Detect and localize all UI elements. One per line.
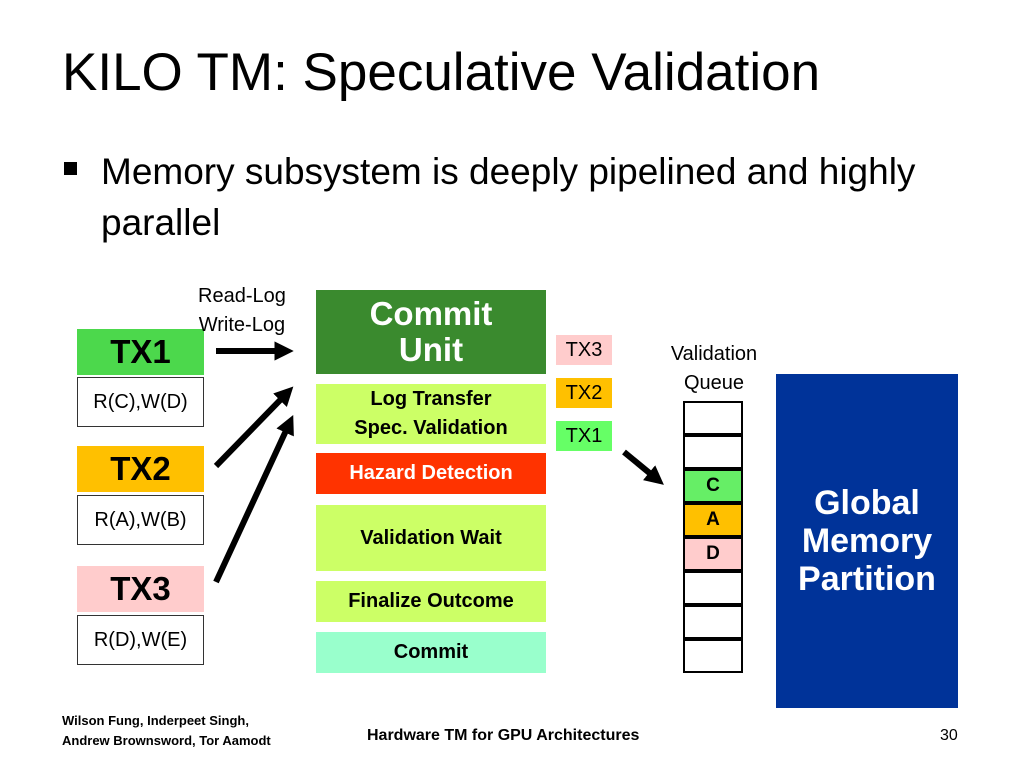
stage-hazard-detection: Hazard Detection (316, 453, 546, 494)
validation-queue-label-line1: Validation (670, 343, 758, 365)
tx1-header: TX1 (77, 329, 204, 375)
queue-entry: C (683, 469, 743, 503)
read-write-log-label: Read-Log Write-Log (198, 282, 286, 340)
slide-title: KILO TM: Speculative Validation (62, 43, 821, 102)
read-log-label: Read-Log (198, 285, 286, 307)
stage-validation-wait: Validation Wait (316, 505, 546, 571)
spec-validation-label: Spec. Validation (354, 417, 508, 439)
tx3-header: TX3 (77, 566, 204, 612)
queue-entry (683, 401, 743, 435)
stage-log-transfer: Log Transfer Spec. Validation (316, 384, 546, 444)
queue-entry (683, 435, 743, 469)
bullet-text: Memory subsystem is deeply pipelined and… (101, 151, 916, 243)
validation-queue-label-line2: Queue (683, 372, 745, 394)
commit-unit-line2: Unit (398, 331, 464, 368)
global-memory-partition: Global Memory Partition (776, 374, 958, 708)
queue-entry (683, 605, 743, 639)
tx3-ops: R(D),W(E) (77, 615, 204, 665)
footer-authors-line2: Andrew Brownsword, Tor Aamodt (62, 733, 271, 748)
commit-unit-header: Commit Unit (316, 290, 546, 374)
log-transfer-label: Log Transfer (370, 388, 492, 410)
queue-arrow (622, 449, 664, 485)
queue-entry (683, 571, 743, 605)
footer-title: Hardware TM for GPU Architectures (367, 727, 640, 744)
commit-unit-line1: Commit (369, 295, 493, 332)
inflight-tx2-tag: TX2 (556, 378, 612, 408)
queue-entry: A (683, 503, 743, 537)
queue-entry: D (683, 537, 743, 571)
tx2-header: TX2 (77, 446, 204, 492)
tx3-arrow (213, 415, 294, 584)
inflight-tx3-tag: TX3 (556, 335, 612, 365)
validation-queue-label: Validation Queue (652, 340, 776, 398)
inflight-tx1-tag: TX1 (556, 421, 612, 451)
footer-authors: Wilson Fung, Inderpeet Singh, Andrew Bro… (62, 711, 271, 751)
global-memory-line1: Global (814, 484, 920, 522)
global-memory-line2: Memory (801, 522, 933, 560)
tx2-arrow (213, 386, 294, 469)
bullet-marker (64, 162, 77, 175)
tx1-ops: R(C),W(D) (77, 377, 204, 427)
global-memory-line3: Partition (798, 560, 936, 598)
footer-authors-line1: Wilson Fung, Inderpeet Singh, (62, 713, 249, 728)
stage-finalize-outcome: Finalize Outcome (316, 581, 546, 622)
write-log-label: Write-Log (198, 314, 286, 336)
stage-commit: Commit (316, 632, 546, 673)
queue-entry (683, 639, 743, 673)
tx2-ops: R(A),W(B) (77, 495, 204, 545)
page-number: 30 (940, 727, 958, 744)
